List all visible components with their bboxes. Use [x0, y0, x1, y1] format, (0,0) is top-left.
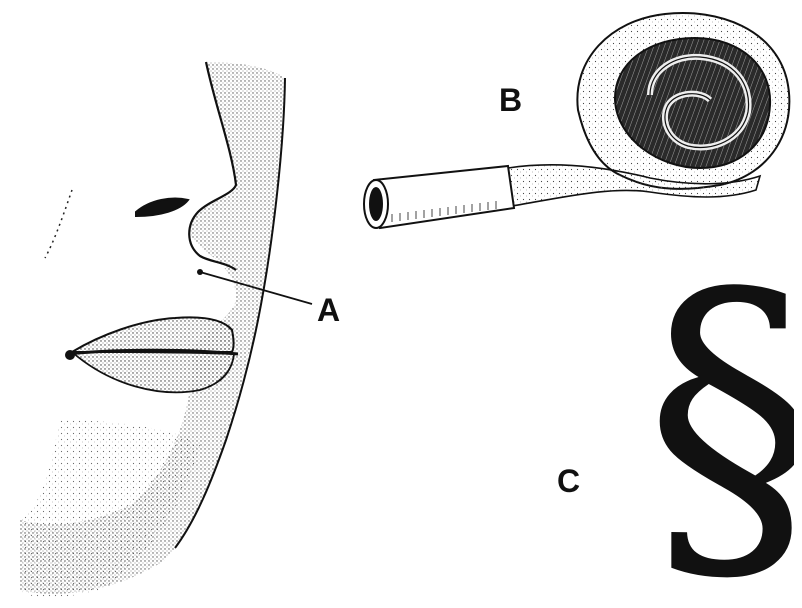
- rolled-tube-illustration: [364, 13, 789, 228]
- label-a: A: [317, 294, 340, 326]
- mouthpiece-hole: [369, 187, 383, 221]
- face-illustration: [20, 62, 312, 598]
- mouthpiece-tube: [374, 166, 514, 228]
- mouth-corner-dot: [65, 350, 75, 360]
- eyebrow-mark: [136, 199, 188, 217]
- label-c: C: [557, 465, 580, 497]
- section-symbol: §: [644, 238, 794, 608]
- jaw-dotted-line: [45, 190, 72, 258]
- pointer-dot-a: [197, 269, 203, 275]
- label-b: B: [499, 84, 522, 116]
- upper-lip: [72, 317, 234, 352]
- chin-shading: [20, 420, 200, 598]
- lower-lip: [72, 352, 234, 392]
